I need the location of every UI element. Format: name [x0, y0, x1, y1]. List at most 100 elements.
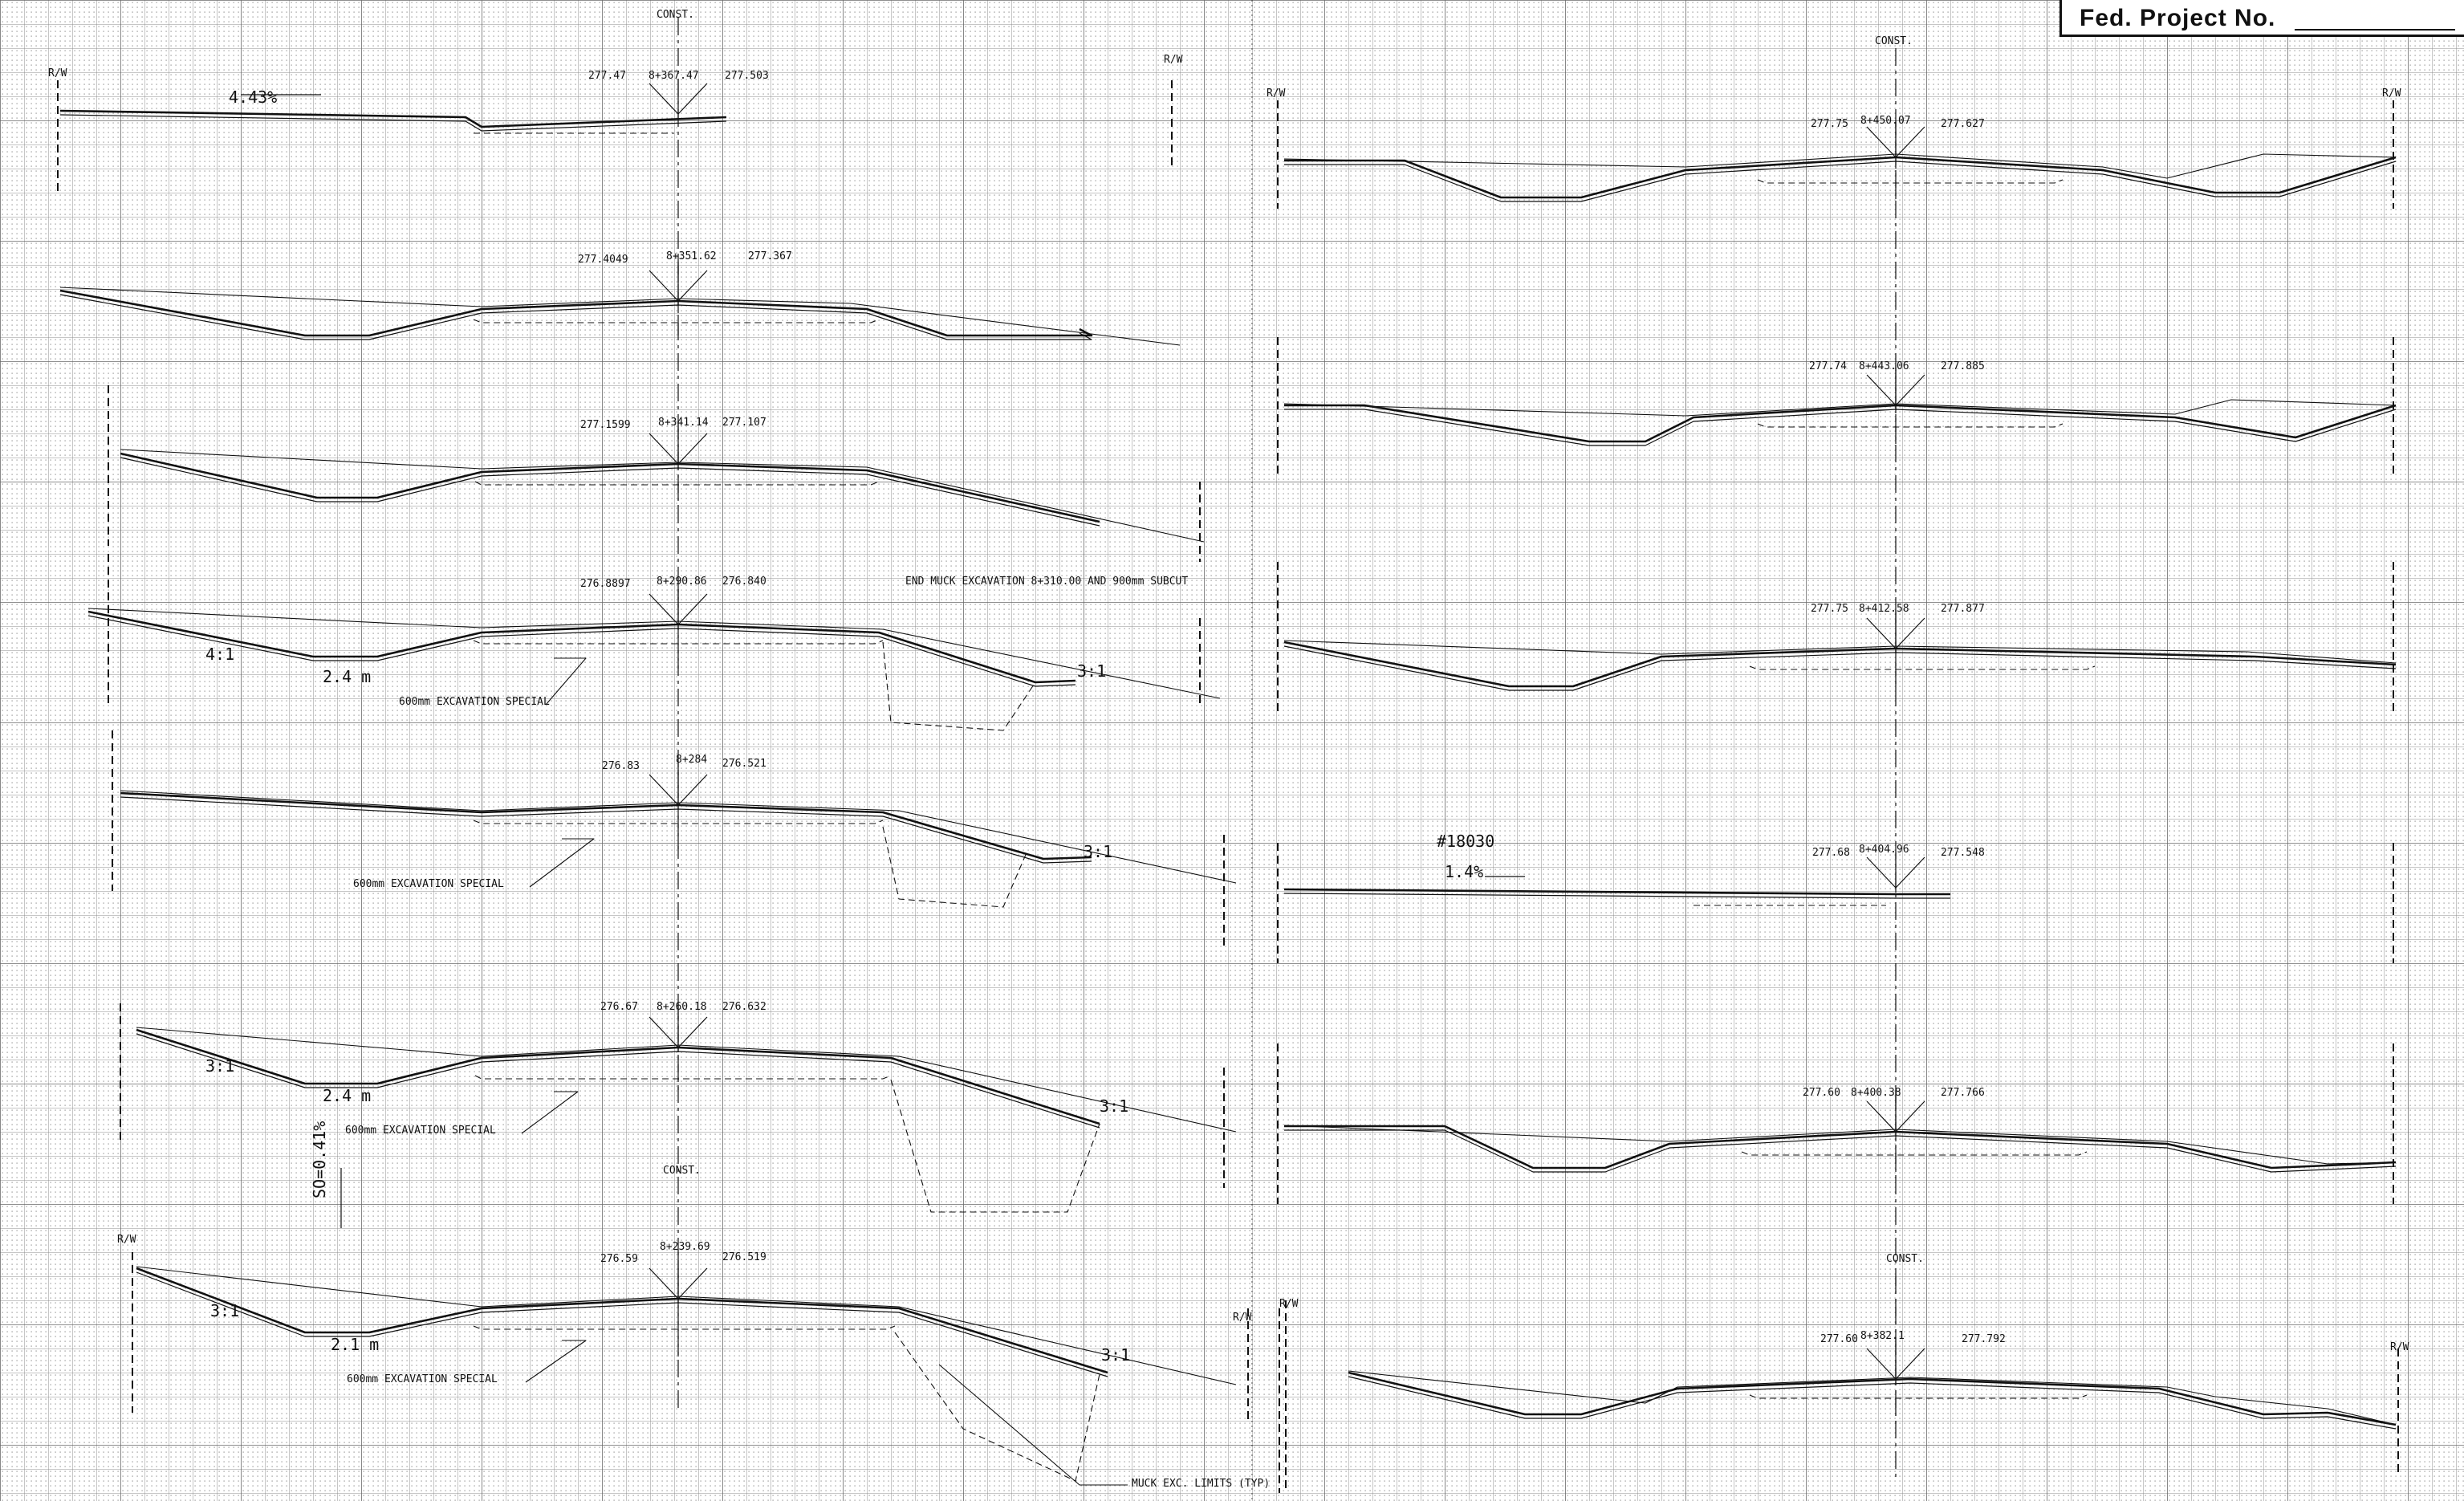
design-subbase-line	[1284, 409, 2397, 446]
design-surface-line	[1284, 404, 2397, 443]
design-surface-line	[59, 109, 727, 128]
station-label: 8+382.1	[1860, 1330, 1905, 1342]
design-surface-line	[1284, 1125, 2397, 1169]
elevation-right-label: 277.877	[1941, 603, 1985, 615]
design-subbase-line	[59, 114, 727, 132]
right-of-way-label: R/W	[2382, 87, 2401, 100]
design-subbase-line	[136, 1033, 1100, 1129]
right-of-way-label: R/W	[1267, 87, 1286, 100]
slope-right-label: 3:1	[1100, 1096, 1128, 1116]
ditch-width-label: 2.1 m	[331, 1335, 379, 1354]
elevation-right-label: 277.367	[748, 250, 792, 262]
design-surface-line	[1283, 641, 2397, 688]
station-label: 8+290.86	[657, 576, 707, 588]
station-label: 8+367.47	[649, 70, 699, 82]
project-number-label: Fed. Project No.	[2080, 5, 2276, 31]
right-of-way-label: R/W	[1233, 1312, 1252, 1324]
design-subbase-line	[120, 796, 1092, 864]
note-leader	[545, 657, 587, 706]
slope-left-label: 3:1	[210, 1301, 239, 1320]
slope-left-label: 4:1	[205, 645, 234, 664]
station-label: 8+450.07	[1860, 115, 1911, 127]
design-subbase-line	[1283, 893, 1950, 899]
slope-left-label: 3:1	[205, 1056, 234, 1076]
elevation-left-label: 277.4049	[578, 254, 628, 266]
ditch-width-label: 2.4 m	[323, 667, 371, 686]
station-label: 8+412.58	[1859, 603, 1909, 615]
subgrade-line	[473, 640, 884, 645]
muck-excavation-line	[882, 641, 1036, 731]
design-surface-line	[1348, 1371, 2397, 1426]
section-tag: #18030	[1437, 832, 1494, 851]
design-subbase-line	[120, 457, 1100, 527]
right-of-way-label: R/W	[1164, 54, 1183, 66]
subgrade-line	[1757, 423, 2063, 428]
right-of-way-label: R/W	[2390, 1341, 2409, 1353]
note-leader	[938, 1364, 1128, 1486]
existing-ground-line	[1283, 153, 2397, 179]
design-surface-line	[1284, 156, 2397, 199]
design-subbase-line	[1284, 1129, 2397, 1173]
elevation-right-label: 277.766	[1941, 1087, 1985, 1099]
muck-excavation-line	[894, 1332, 1100, 1482]
elevation-left-label: 277.75	[1811, 603, 1848, 615]
right-of-way-label: R/W	[1279, 1298, 1299, 1310]
subgrade-line	[1749, 1394, 2088, 1399]
right-of-way-label: R/W	[48, 67, 67, 79]
elevation-right-label: 277.627	[1941, 118, 1985, 130]
end-muck-note: END MUCK EXCAVATION 8+310.00 AND 900mm S…	[905, 576, 1188, 588]
station-label: 8+260.18	[657, 1001, 707, 1013]
drawing-linework	[57, 0, 2399, 1501]
slope-right-label: 3:1	[1101, 1345, 1130, 1365]
excavation-note: 600mm EXCAVATION SPECIAL	[353, 878, 504, 890]
subgrade-line	[1749, 665, 2096, 670]
elevation-left-label: 277.60	[1820, 1333, 1858, 1345]
subgrade-line	[474, 1075, 892, 1080]
grade-label: 4.43%	[229, 87, 277, 107]
elevation-right-label: 276.840	[722, 576, 766, 588]
subgrade-line	[473, 820, 884, 824]
station-label: 8+284	[676, 754, 707, 766]
excavation-note: 600mm EXCAVATION SPECIAL	[399, 696, 550, 708]
elevation-left-label: 277.1599	[580, 419, 631, 431]
elevation-left-label: 277.47	[588, 70, 626, 82]
const-label: CONST.	[657, 9, 694, 21]
design-surface-line	[136, 1267, 1108, 1374]
subgrade-line	[1757, 179, 2063, 184]
elevation-right-label: 277.503	[725, 70, 769, 82]
note-leader	[529, 838, 595, 888]
elevation-right-label: 277.792	[1962, 1333, 2006, 1345]
project-number-box: Fed. Project No.	[2059, 0, 2464, 37]
station-label: 8+404.96	[1859, 844, 1909, 856]
elevation-left-label: 276.83	[602, 760, 640, 772]
existing-ground-line	[1283, 1125, 2397, 1165]
note-leader	[525, 1340, 587, 1383]
const-label: CONST.	[1875, 35, 1913, 47]
station-label: 8+351.62	[666, 250, 717, 262]
superelevation-label: SO=0.41%	[310, 1121, 329, 1198]
elevation-right-label: 277.885	[1941, 360, 1985, 372]
station-label: 8+341.14	[658, 417, 709, 429]
station-label: 8+239.69	[660, 1241, 710, 1253]
design-surface-line	[120, 452, 1100, 523]
design-subbase-line	[1283, 645, 2397, 691]
elevation-right-label: 276.519	[722, 1251, 766, 1263]
design-subbase-line	[87, 615, 1076, 687]
ditch-width-label: 2.4 m	[323, 1086, 371, 1105]
elevation-left-label: 276.67	[600, 1001, 638, 1013]
existing-ground-line	[1283, 399, 2397, 417]
elevation-right-label: 277.107	[722, 417, 766, 429]
subgrade-line	[474, 481, 880, 486]
slope-right-label: 3:1	[1084, 842, 1112, 861]
slope-right-label: 3:1	[1077, 661, 1106, 681]
design-subbase-line	[136, 1271, 1108, 1377]
station-label: 8+400.38	[1851, 1087, 1901, 1099]
design-subbase-line	[1348, 1376, 2397, 1430]
design-surface-line	[1283, 888, 1950, 896]
project-number-blank-line	[2295, 29, 2455, 31]
elevation-left-label: 276.59	[600, 1253, 638, 1265]
elevation-right-label: 276.521	[722, 758, 766, 770]
muck-limits-note: MUCK EXC. LIMITS (TYP)	[1132, 1478, 1270, 1490]
elevation-left-label: 277.60	[1803, 1087, 1840, 1099]
